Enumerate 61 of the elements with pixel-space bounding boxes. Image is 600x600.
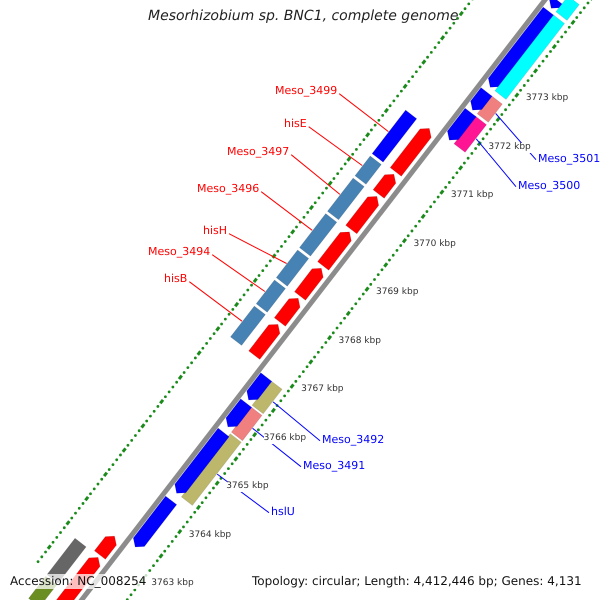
gene-label: Meso_3500 xyxy=(518,180,580,192)
gene-feature xyxy=(299,213,338,257)
gene-feature xyxy=(354,156,382,185)
gene-feature xyxy=(372,110,418,163)
gene-label: hisB xyxy=(164,273,188,286)
gene-label: Meso_3499 xyxy=(275,85,338,98)
gene-label: Meso_3494 xyxy=(148,246,210,258)
scale-label: 3768 kbp xyxy=(338,336,381,347)
scale-label: 3773 kbp xyxy=(526,94,568,104)
gene-feature xyxy=(345,196,380,234)
title: Mesorhizobium sp. BNC1, complete genome xyxy=(148,9,458,24)
leader-line xyxy=(476,138,516,188)
gene-feature xyxy=(390,128,432,177)
gene-label: hslU xyxy=(271,506,295,518)
gene-feature xyxy=(470,87,493,110)
gene-feature xyxy=(476,95,503,123)
gene-feature xyxy=(230,306,266,346)
scale-label: 3765 kbp xyxy=(226,482,269,492)
scale-label: 3767 kbp xyxy=(301,385,344,396)
leader-line xyxy=(338,93,389,132)
gene-feature xyxy=(94,536,117,560)
gene-label: Meso_3497 xyxy=(227,146,290,158)
gene-feature xyxy=(256,280,286,313)
scale-label: 3772 kbp xyxy=(488,142,531,153)
gene-feature xyxy=(226,398,252,428)
gene-label: Meso_3496 xyxy=(197,183,260,196)
gene-label: Meso_3501 xyxy=(538,153,600,166)
scale-label: 3766 kbp xyxy=(264,434,306,444)
gene-label: Meso_3491 xyxy=(303,460,366,472)
gene-label: hisE xyxy=(284,118,307,130)
gene-feature xyxy=(246,372,272,400)
scale-label: 3764 kbp xyxy=(188,530,232,541)
gene-feature xyxy=(248,324,280,360)
leader-line xyxy=(290,154,340,195)
leader-line xyxy=(212,254,266,292)
leader-line xyxy=(228,233,288,264)
gene-feature xyxy=(317,232,352,271)
scale-label: 3769 kbp xyxy=(376,288,418,298)
gene-feature xyxy=(372,174,396,199)
gene-feature xyxy=(230,406,262,442)
gene-feature xyxy=(276,250,310,287)
gene-label: hisH xyxy=(203,225,228,238)
gene-feature xyxy=(252,380,283,414)
scale-label: 3771 kbp xyxy=(450,191,494,202)
gene-feature xyxy=(327,178,365,220)
scale-label: 3763 kbp xyxy=(151,579,194,590)
accession-note: Accession: NC_008254 xyxy=(8,574,148,590)
gene-label: Meso_3492 xyxy=(322,434,384,446)
leader-line xyxy=(260,191,313,231)
leader-line xyxy=(188,281,242,322)
genome-summary: Topology: circular; Length: 4,412,446 bp; Genes: 4,131 xyxy=(250,574,584,590)
gene-feature xyxy=(555,0,580,21)
gene-feature xyxy=(294,268,324,301)
gene-feature xyxy=(447,108,477,140)
leader-line xyxy=(272,401,320,442)
gene-feature xyxy=(132,496,178,548)
leader-line xyxy=(252,428,302,468)
gene-feature xyxy=(548,0,564,9)
gene-feature xyxy=(274,298,300,327)
scale-label: 3770 kbp xyxy=(413,240,456,250)
gene-feature xyxy=(454,116,487,153)
